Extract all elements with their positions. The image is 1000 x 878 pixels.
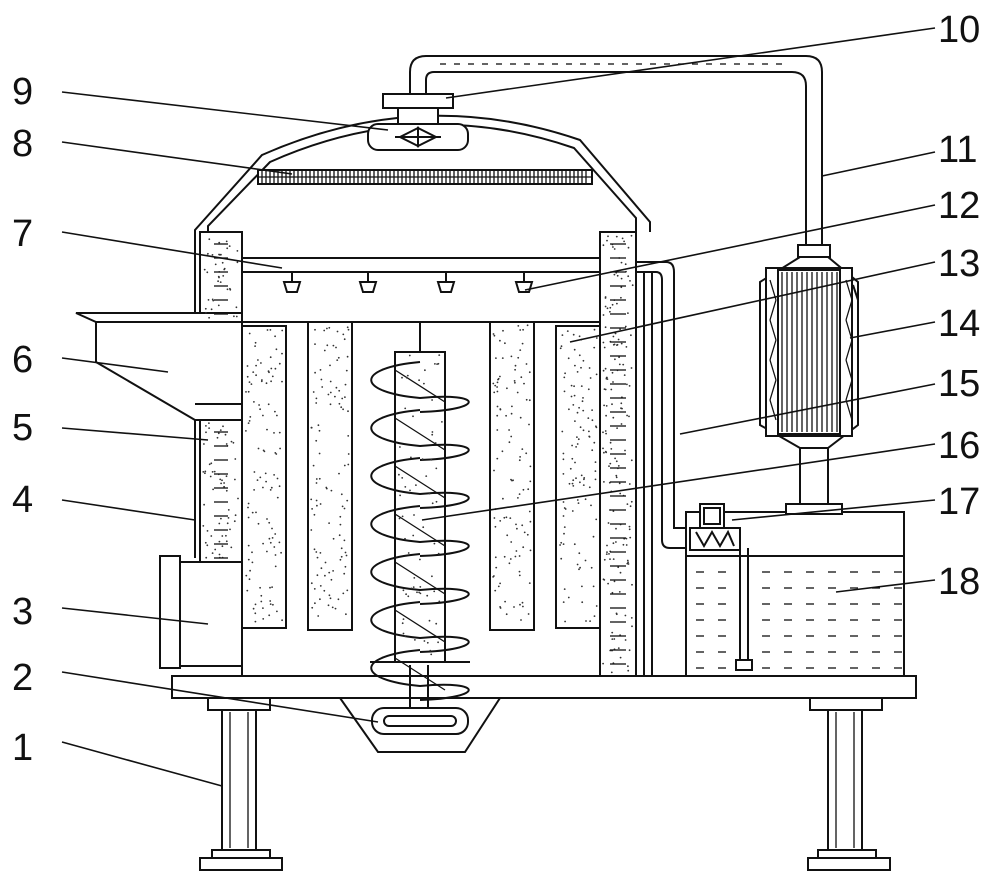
right-leg — [807, 697, 891, 871]
side-door — [159, 555, 243, 669]
bottom-motor — [338, 665, 502, 753]
leader-lines — [61, 27, 936, 787]
label-14: 14 — [938, 303, 980, 345]
label-11: 11 — [938, 129, 977, 171]
label-3: 3 — [12, 591, 33, 633]
part-labels: 1 2 3 4 5 6 7 8 9 10 11 12 13 14 15 16 1… — [12, 9, 980, 769]
drum-panels — [241, 321, 601, 631]
screw-conveyor — [370, 322, 470, 701]
label-7: 7 — [12, 213, 33, 255]
left-wall — [194, 231, 243, 676]
base-plate — [171, 675, 917, 699]
label-16: 16 — [938, 425, 980, 467]
pump — [689, 503, 741, 551]
top-fan — [367, 93, 469, 151]
feed-hopper — [75, 312, 243, 421]
label-15: 15 — [938, 363, 980, 405]
return-pipe — [636, 261, 692, 676]
label-10: 10 — [938, 9, 980, 51]
label-12: 12 — [938, 185, 980, 227]
label-8: 8 — [12, 123, 33, 165]
label-17: 17 — [938, 481, 980, 523]
left-leg — [199, 697, 283, 871]
label-2: 2 — [12, 657, 33, 699]
label-4: 4 — [12, 479, 33, 521]
label-9: 9 — [12, 71, 33, 113]
label-18: 18 — [938, 561, 980, 603]
label-1: 1 — [12, 727, 33, 769]
label-5: 5 — [12, 407, 33, 449]
label-6: 6 — [12, 339, 33, 381]
exhaust-pipe — [409, 55, 823, 245]
water-tank — [685, 511, 905, 677]
condenser — [759, 244, 859, 515]
spray-bar — [242, 257, 600, 293]
label-13: 13 — [938, 243, 980, 285]
